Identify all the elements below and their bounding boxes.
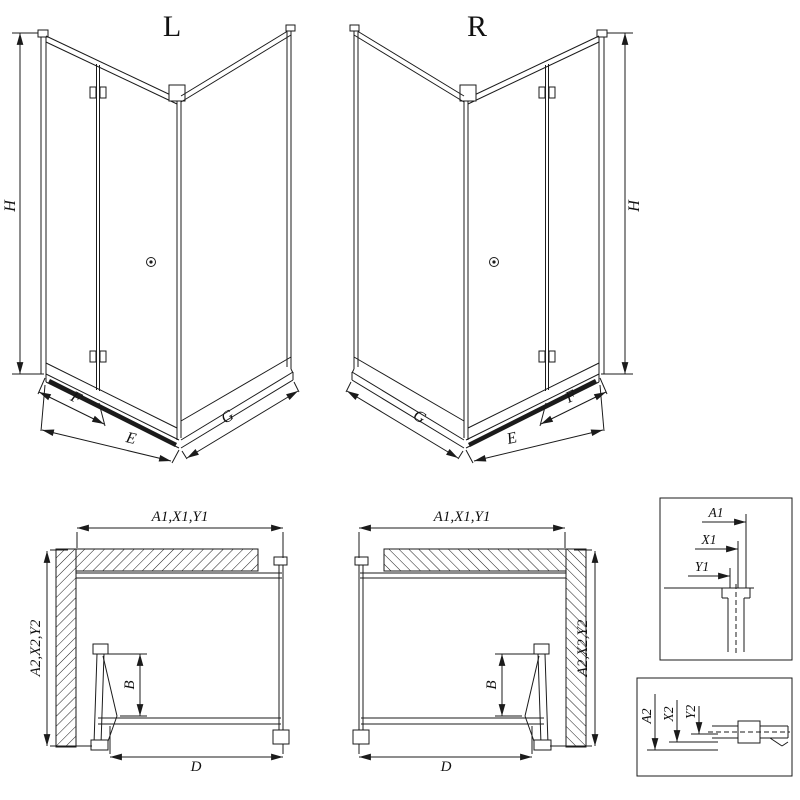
plan-geometry-left <box>47 528 289 757</box>
variant-label-left: L <box>163 10 181 43</box>
detail-dim-y2: Y2 <box>683 705 698 720</box>
plan-dim-door-left: B <box>122 680 138 689</box>
detail-dim-y1: Y1 <box>695 559 709 574</box>
iso-view-left: L H F E G <box>2 10 299 463</box>
dim-label-entry-left: E <box>123 429 138 448</box>
plan-dim-width-right: A1,X1,Y1 <box>433 509 491 525</box>
plan-view-left: A1,X1,Y1 A2,X2,Y2 B D <box>28 509 289 775</box>
iso-view-right: R H G E F <box>346 10 643 463</box>
plan-dim-tray-right: D <box>440 759 452 775</box>
shower-geometry-right <box>346 25 633 463</box>
detail-box-bottom: A2 X2 Y2 <box>636 677 793 777</box>
dim-label-height-left: H <box>2 199 19 213</box>
plan-geometry-right <box>353 528 595 757</box>
detail-dim-a2: A2 <box>639 708 654 724</box>
plan-dim-door-right: B <box>484 680 500 689</box>
dim-label-side-left: G <box>218 407 237 428</box>
plan-dim-width-left: A1,X1,Y1 <box>151 509 209 525</box>
plan-dim-depth-left: A2,X2,Y2 <box>28 619 44 677</box>
detail-box-top: A1 X1 Y1 <box>659 497 793 661</box>
dim-label-entry-right: E <box>504 429 519 448</box>
detail-dim-a1: A1 <box>708 505 724 520</box>
plan-view-right: A1,X1,Y1 A2,X2,Y2 B D <box>353 509 595 775</box>
detail-dim-x2: X2 <box>661 706 676 722</box>
plan-dim-depth-right: A2,X2,Y2 <box>575 619 591 677</box>
dim-label-height-right: H <box>626 199 643 213</box>
variant-label-right: R <box>467 10 487 43</box>
shower-geometry-left <box>12 25 299 463</box>
detail-dim-x1: X1 <box>701 532 717 547</box>
plan-dim-tray-left: D <box>190 759 202 775</box>
